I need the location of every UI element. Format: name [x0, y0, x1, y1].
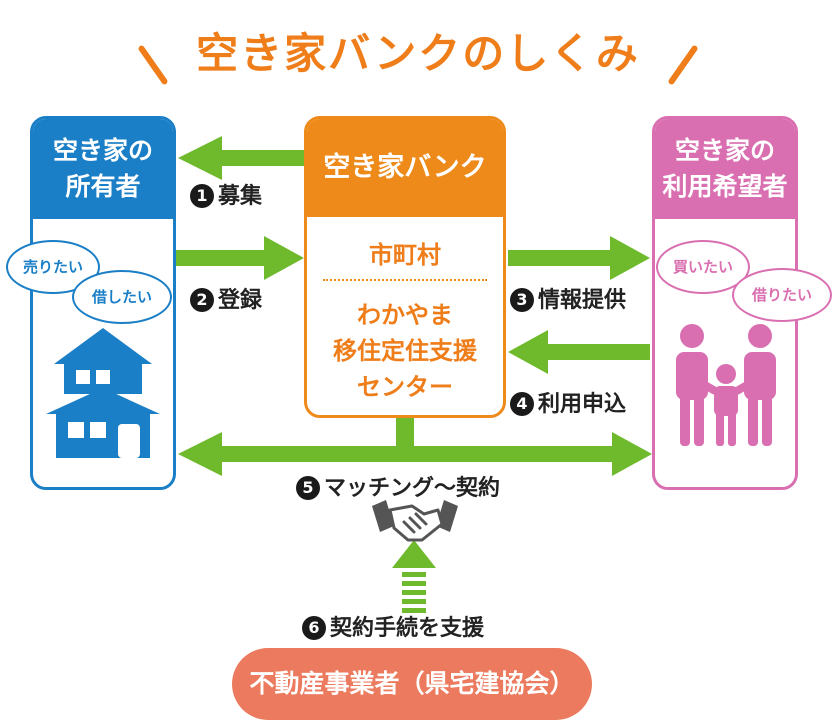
arrow-register	[176, 236, 304, 280]
step-5-text: マッチング～契約	[324, 476, 501, 501]
owner-title-line2: 所有者	[65, 172, 141, 201]
bank-municipality: 市町村	[369, 241, 441, 269]
arrow-info	[508, 236, 650, 280]
arrow-apply	[508, 330, 650, 374]
house-icon	[46, 328, 160, 458]
bank-center-line2: 移住定住支援	[333, 337, 477, 365]
arrow-matching	[178, 418, 652, 476]
handshake-icon	[372, 500, 458, 542]
step-6-text: 契約手続を支援	[330, 616, 485, 641]
step-4-number: 4	[510, 392, 534, 416]
seeker-bubble-rent: 借りたい	[732, 268, 832, 322]
step-2-number: 2	[190, 288, 214, 312]
step-5-number: 5	[296, 476, 320, 500]
akiya-bank-box: 空き家バンク 市町村 わかやま 移住定住支援 センター	[304, 116, 506, 418]
page-title: 空き家バンクのしくみ	[196, 29, 640, 78]
owner-header: 空き家の 所有者	[33, 119, 173, 219]
bank-header: 空き家バンク	[307, 119, 503, 217]
step-6-number: 6	[302, 616, 326, 640]
step-3-text: 情報提供	[538, 288, 627, 313]
bank-divider	[323, 279, 487, 281]
family-icon	[676, 324, 776, 446]
step-1-text: 募集	[218, 184, 263, 209]
seeker-title-line2: 利用希望者	[662, 172, 788, 201]
owner-bubble-lend: 借したい	[72, 270, 172, 324]
step-3-number: 3	[510, 288, 534, 312]
step-2-text: 登録	[218, 288, 263, 313]
seeker-header: 空き家の 利用希望者	[655, 119, 795, 219]
owner-title-line1: 空き家の	[52, 136, 153, 165]
arrow-support	[392, 540, 436, 613]
step-1-number: 1	[190, 184, 214, 208]
bank-center-line1: わかやま	[357, 301, 453, 329]
seeker-title-line1: 空き家の	[674, 136, 775, 165]
bank-center-line3: センター	[357, 373, 453, 401]
arrow-recruit	[178, 136, 306, 180]
step-4-text: 利用申込	[538, 392, 627, 417]
real-estate-agent-box: 不動産事業者（県宅建協会）	[232, 648, 592, 720]
